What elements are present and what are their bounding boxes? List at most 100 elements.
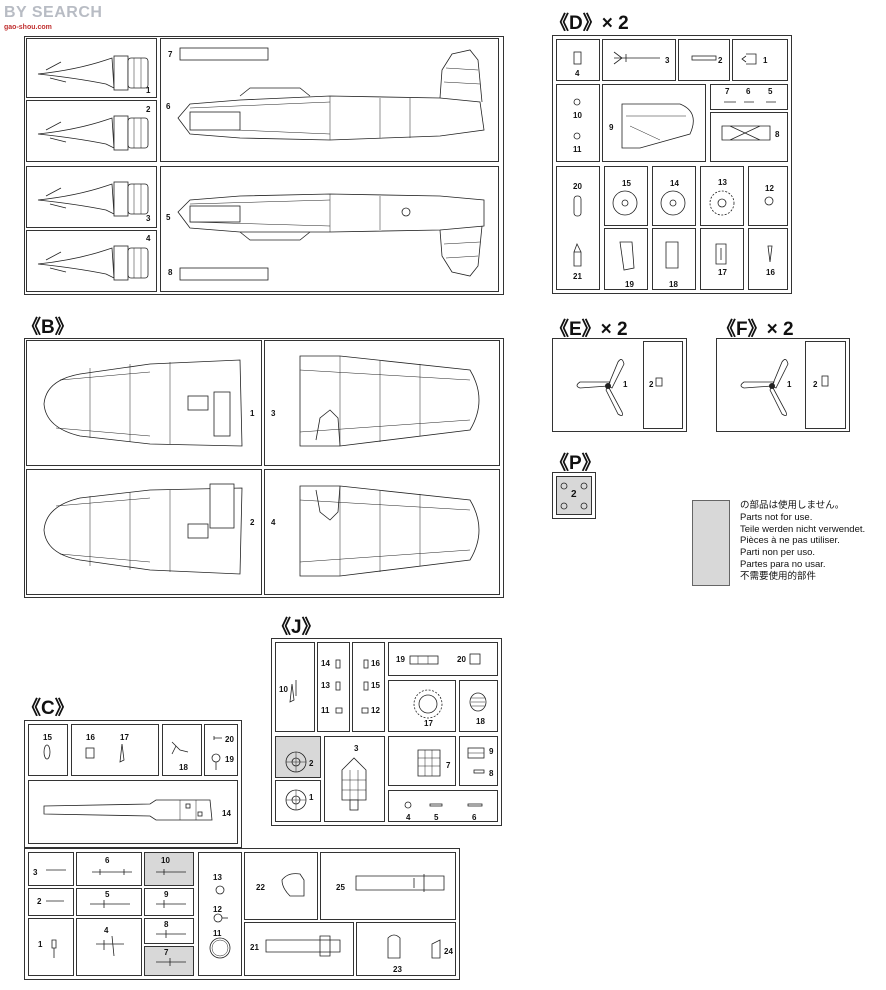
sprue-j-part-12: 12 [371,706,380,715]
sprue-d-part-9: 9 [609,123,614,132]
sprue-b-cell-4 [264,469,500,595]
sprue-c-title: 《C》 [22,698,74,719]
sprue-d-part-19: 19 [625,280,634,289]
watermark-text: BY SEARCH [4,4,103,21]
engine-cowl-drawings [37,55,149,281]
sprue-p-frame [552,472,596,519]
sprue-j-part-10: 10 [279,685,288,694]
sprue-d-cell-14 [652,166,696,226]
legend-line-es: Partes para no usar. [740,558,826,570]
sprue-j-part-4: 4 [406,813,411,822]
sprue-c-part-11: 11 [213,929,222,938]
sprue-j-part-17: 17 [424,719,433,728]
sprue-d-part-7: 7 [725,87,730,96]
sprue-d-cell-13 [700,166,744,226]
sprue-b-frame [24,338,504,598]
sprue-j-drawings [285,653,487,811]
sprue-c-cell-4 [76,918,142,976]
sprue-j-part-19: 19 [396,655,405,664]
propeller-drawings [576,359,829,416]
sprue-c-part-5: 5 [105,890,110,899]
sprue-d-part-12: 12 [765,184,774,193]
sprue-c-part-18: 18 [179,763,188,772]
sprue-j-part-20: 20 [457,655,466,664]
sprue-j-cell-12-16 [352,642,385,732]
sprue-e-cell-2 [643,341,683,429]
sprue-d-part-3: 3 [665,56,670,65]
sprue-d-cell-1 [732,39,788,81]
sprue-d-cell-3 [602,39,676,81]
sprue-a-part-3: 3 [146,214,151,223]
legend-line-it: Parti non per uso. [740,547,815,559]
sprue-c-cell-11-13 [198,852,242,976]
sprue-d-part-15: 15 [622,179,631,188]
sprue-c-cell-3 [28,852,74,886]
sprue-j-part-3: 3 [354,744,359,753]
sprue-a-part-7: 7 [168,50,173,59]
sprue-j-cell-7 [388,736,456,786]
sprue-d-part-2: 2 [718,56,723,65]
sprue-d-cell-10-11 [556,84,600,162]
sprue-d-cell-20-21 [556,166,600,290]
sprue-c-part-4: 4 [104,926,109,935]
sprue-e-title: 《E》× 2 [550,319,628,340]
sprue-d-part-20: 20 [573,182,582,191]
sprue-j-cell-10 [275,642,315,732]
sprue-c-part-20: 20 [225,735,234,744]
sprue-c-part-12: 12 [213,905,222,914]
sprue-p-drawings [560,482,588,510]
sprue-c-cell-2 [28,888,74,916]
sprue-a-frame [24,36,504,295]
sprue-c-cell-8 [144,918,194,944]
sprue-d-cell-12 [748,166,788,226]
sprue-d-title: 《D》× 2 [550,13,629,34]
sprue-b-part-2: 2 [250,518,255,527]
sprue-c-cell-18 [162,724,202,776]
sprue-j-cell-2 [275,736,321,778]
sprue-d-part-11: 11 [573,145,582,154]
sprue-c-part-14: 14 [222,809,231,818]
sprue-j-part-5: 5 [434,813,439,822]
sprue-c-part-6: 6 [105,856,110,865]
sprue-c-cell-25 [320,852,456,920]
sprue-e-part-2: 2 [649,380,654,389]
sprue-c-part-23: 23 [393,965,402,974]
sprue-c-part-7: 7 [164,948,169,957]
sprue-d-part-17: 17 [718,268,727,277]
sprue-j-cell-1 [275,780,321,822]
sprue-f-title: 《F》× 2 [717,319,794,340]
sprue-d-frame [552,35,792,294]
sprue-c-cell-7 [144,946,194,976]
sprue-c-cell-21 [244,922,354,976]
sprue-b-part-1: 1 [250,409,255,418]
sprue-c-cell-15 [28,724,68,776]
sprue-j-cell-17 [388,680,456,732]
sprue-d-part-6: 6 [746,87,751,96]
sprue-b-cell-3 [264,340,500,466]
sprue-c-cell-6 [76,852,142,886]
sprue-a-part-1: 1 [146,86,151,95]
legend-line-zh: 不需要使用的部件 [740,570,817,582]
legend-line-en: Parts not for use. [740,511,813,523]
sprue-p-title: 《P》 [550,453,601,474]
legend-line-fr: Pièces à ne pas utiliser. [740,535,840,547]
sprue-c-part-10: 10 [161,856,170,865]
sprue-a-part-2: 2 [146,105,151,114]
sprue-c-cell-23-24 [356,922,456,976]
sprue-c-part-25: 25 [336,883,345,892]
legend-line-de: Teile werden nicht verwendet. [740,523,866,535]
sprue-d-cell-16 [748,228,788,290]
legend-text: の部品は使用しません。 Parts not for use. Teile wer… [740,500,865,583]
sprue-a-part-6: 6 [166,102,171,111]
sprue-d-part-18: 18 [669,280,678,289]
sprue-d-cell-17 [700,228,744,290]
sprue-f-frame [716,338,850,432]
sprue-j-part-16: 16 [371,659,380,668]
sprue-b-part-4: 4 [271,518,276,527]
sprue-j-part-8: 8 [489,769,494,778]
sprue-c-part-19: 19 [225,755,234,764]
sprue-j-part-18: 18 [476,717,485,726]
sprue-a-part-8: 8 [168,268,173,277]
sprue-c-cell-1 [28,918,74,976]
